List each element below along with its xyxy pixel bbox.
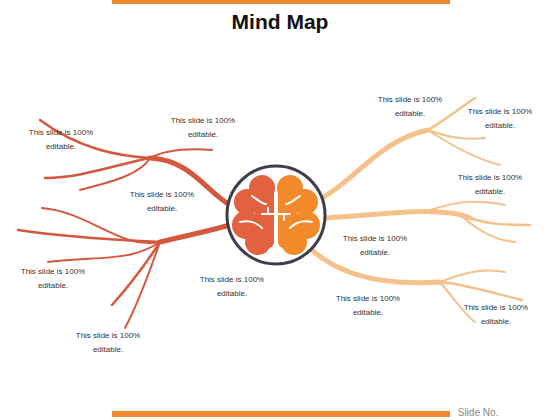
branch-label: This slide is 100% editable. (463, 301, 529, 329)
branch (80, 158, 150, 190)
branch (48, 242, 160, 262)
branch-label: This slide is 100% editable. (335, 292, 401, 320)
fold (290, 221, 312, 228)
slide-number-label: Slide No. (458, 407, 499, 418)
right-branches (312, 98, 530, 322)
top-bar (112, 0, 450, 4)
branch (470, 218, 530, 225)
brain-folds (240, 180, 312, 250)
fold (286, 196, 300, 204)
fold (252, 196, 266, 204)
branch-label: This slide is 100% editable. (342, 232, 408, 260)
branch (18, 230, 160, 242)
branch (112, 242, 160, 305)
branch (326, 211, 470, 218)
branch-label: This slide is 100% editable. (20, 265, 86, 293)
brain-icon (227, 166, 325, 264)
branch (160, 225, 230, 242)
branch (150, 149, 212, 158)
branch (440, 282, 475, 322)
slide-title: Mind Map (0, 10, 560, 34)
left-branches (18, 120, 230, 328)
branch-label: This slide is 100% editable. (170, 114, 236, 142)
branch-label: This slide is 100% editable. (199, 273, 265, 301)
branch-label: This slide is 100% editable. (129, 188, 195, 216)
fold (275, 180, 277, 250)
branch-label: This slide is 100% editable. (28, 126, 94, 154)
fold (283, 214, 285, 220)
branch-label: This slide is 100% editable. (377, 93, 443, 121)
fold (240, 221, 262, 228)
branch-label: This slide is 100% editable. (467, 105, 533, 133)
brain-ring (227, 166, 325, 264)
branch (125, 242, 160, 328)
branch (440, 270, 505, 282)
right-hemisphere (277, 175, 320, 255)
bottom-bar (112, 411, 450, 417)
branch-label: This slide is 100% editable. (457, 171, 523, 199)
branch (42, 208, 160, 243)
branch (45, 158, 150, 178)
fold (267, 208, 269, 214)
branch (460, 215, 515, 242)
branch-label: This slide is 100% editable. (75, 329, 141, 357)
branch (40, 120, 150, 158)
branch (428, 130, 485, 139)
branch (430, 202, 505, 210)
branch (322, 130, 428, 198)
branch (428, 130, 500, 165)
